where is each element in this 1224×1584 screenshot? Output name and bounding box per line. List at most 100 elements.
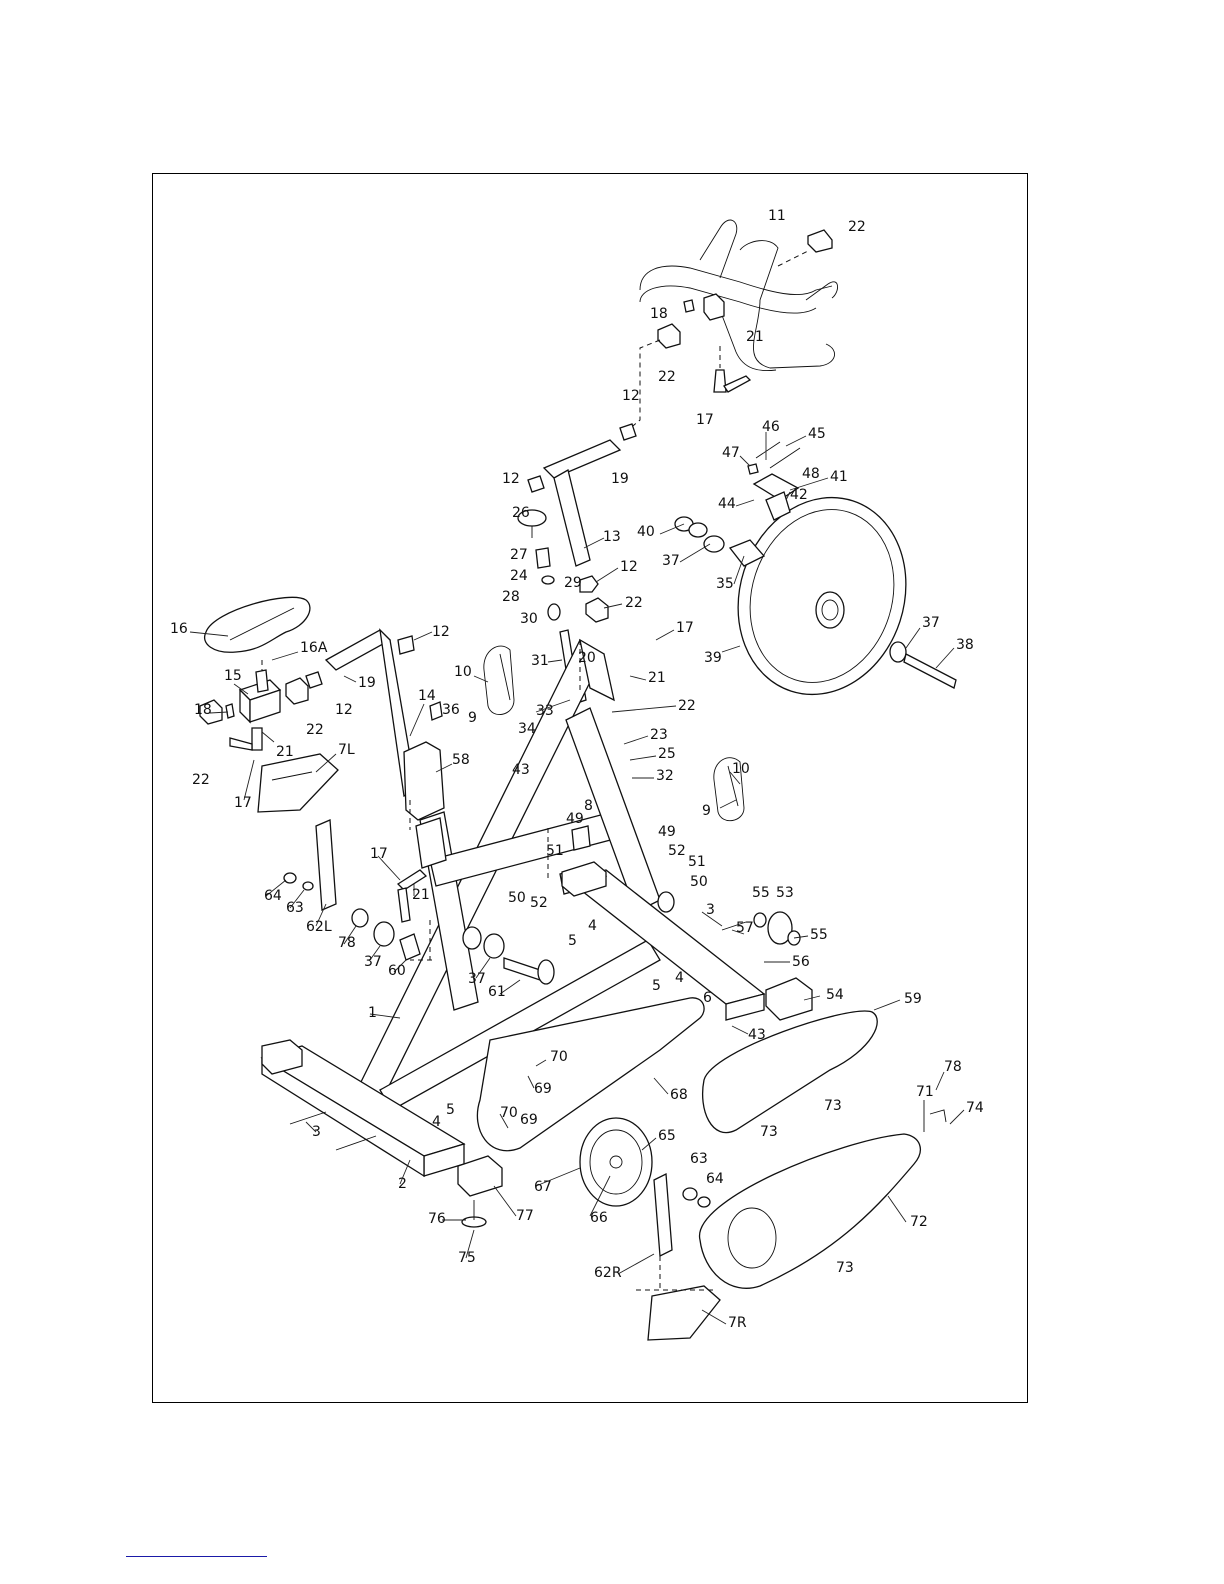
leader-dash — [777, 249, 811, 267]
part-label-10: 10 — [454, 664, 472, 680]
part-label-19: 19 — [611, 471, 629, 487]
part-label-56: 56 — [792, 954, 810, 970]
part-label-48: 48 — [802, 466, 820, 482]
handlebar-post — [527, 423, 637, 567]
part-label-35: 35 — [716, 576, 734, 592]
part-label-33: 33 — [536, 703, 554, 719]
part-label-50: 50 — [690, 874, 708, 890]
part-label-70: 70 — [550, 1049, 568, 1065]
part-label-32: 32 — [656, 768, 674, 784]
part-label-16: 16 — [170, 621, 188, 637]
part-label-21: 21 — [276, 744, 294, 760]
part-label-64: 64 — [264, 888, 282, 904]
part-label-65: 65 — [658, 1128, 676, 1144]
bolts — [289, 921, 747, 1151]
part-label-47: 47 — [722, 445, 740, 461]
bushing — [535, 547, 551, 569]
part-label-62L: 62L — [306, 919, 332, 935]
part-label-54: 54 — [826, 987, 844, 1003]
part-label-14: 14 — [418, 688, 436, 704]
part-label-40: 40 — [637, 524, 655, 540]
part-label-12: 12 — [622, 388, 640, 404]
part-label-1: 1 — [368, 1005, 377, 1021]
part-label-46: 46 — [762, 419, 780, 435]
part-label-19: 19 — [358, 675, 376, 691]
part-label-23: 23 — [650, 727, 668, 743]
part-label-22: 22 — [658, 369, 676, 385]
part-label-42: 42 — [790, 487, 808, 503]
part-label-2: 2 — [398, 1176, 407, 1192]
front-foot-left — [561, 861, 607, 897]
drive-pulley — [579, 1117, 653, 1207]
spring — [547, 603, 561, 621]
part-label-34: 34 — [518, 721, 536, 737]
part-label-17: 17 — [676, 620, 694, 636]
bottle-cage-left — [483, 645, 515, 715]
part-label-7R: 7R — [728, 1315, 747, 1331]
crank-hardware-left — [283, 872, 421, 961]
part-label-44: 44 — [718, 496, 736, 512]
part-label-50: 50 — [508, 890, 526, 906]
part-label-3: 3 — [706, 902, 715, 918]
part-label-37: 37 — [922, 615, 940, 631]
part-label-74: 74 — [966, 1100, 984, 1116]
part-label-16A: 16A — [300, 640, 328, 656]
part-label-22: 22 — [625, 595, 643, 611]
part-label-31: 31 — [531, 653, 549, 669]
part-label-78: 78 — [944, 1059, 962, 1075]
part-label-22: 22 — [306, 722, 324, 738]
tension-pulley — [753, 911, 801, 946]
part-label-5: 5 — [446, 1102, 455, 1118]
rear-foot — [457, 1155, 503, 1197]
part-label-4: 4 — [588, 918, 597, 934]
flywheel-axle — [889, 641, 957, 689]
part-label-57: 57 — [736, 920, 754, 936]
part-label-6: 6 — [703, 990, 712, 1006]
part-label-72: 72 — [910, 1214, 928, 1230]
part-label-17: 17 — [696, 412, 714, 428]
part-label-51: 51 — [688, 854, 706, 870]
main-frame — [355, 638, 675, 1111]
seat-slider — [238, 669, 282, 724]
part-label-60: 60 — [388, 963, 406, 979]
part-label-68: 68 — [670, 1087, 688, 1103]
part-label-55: 55 — [810, 927, 828, 943]
pedal-right — [647, 1285, 721, 1341]
inner-chain-cover — [476, 997, 705, 1152]
part-label-76: 76 — [428, 1211, 446, 1227]
seat-lock-knob — [396, 869, 428, 923]
part-label-52: 52 — [530, 895, 548, 911]
seat-post-sleeve — [403, 741, 445, 821]
part-label-52: 52 — [668, 843, 686, 859]
part-label-45: 45 — [808, 426, 826, 442]
part-label-69: 69 — [520, 1112, 538, 1128]
part-label-63: 63 — [286, 900, 304, 916]
part-label-8: 8 — [584, 798, 593, 814]
rear-stabilizer — [260, 1045, 466, 1178]
flywheel-hub-parts — [674, 516, 766, 567]
part-label-64: 64 — [706, 1171, 724, 1187]
part-label-10: 10 — [732, 761, 750, 777]
part-label-24: 24 — [510, 568, 528, 584]
part-label-37: 37 — [364, 954, 382, 970]
part-label-15: 15 — [224, 668, 242, 684]
part-label-41: 41 — [830, 469, 848, 485]
part-label-53: 53 — [776, 885, 794, 901]
part-label-21: 21 — [648, 670, 666, 686]
part-label-17: 17 — [234, 795, 252, 811]
bushing-cap — [579, 575, 599, 593]
seat-cap — [305, 671, 323, 689]
handlebar-knob — [713, 369, 752, 393]
part-label-43: 43 — [512, 762, 530, 778]
part-label-26: 26 — [512, 505, 530, 521]
handlebar — [639, 219, 838, 372]
square-cap — [585, 597, 609, 623]
part-label-36: 36 — [442, 702, 460, 718]
leader-dash — [627, 339, 661, 431]
saddle — [204, 596, 311, 653]
seat-end-cap — [285, 677, 309, 705]
end-cap — [657, 323, 681, 349]
leveler — [461, 1200, 487, 1228]
